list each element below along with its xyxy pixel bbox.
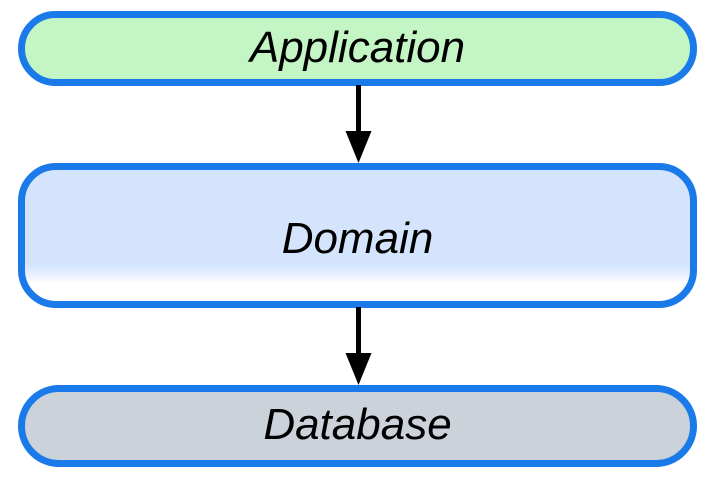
node-database-label: Database <box>263 400 452 449</box>
node-application[interactable]: Application <box>18 11 697 86</box>
edge-domain-to-database <box>345 307 372 385</box>
node-domain-label: Domain <box>281 214 434 263</box>
node-domain[interactable]: Domain <box>18 163 697 308</box>
edge-application-to-domain <box>345 85 372 163</box>
node-application-label: Application <box>249 22 466 72</box>
node-database[interactable]: Database <box>18 385 697 467</box>
